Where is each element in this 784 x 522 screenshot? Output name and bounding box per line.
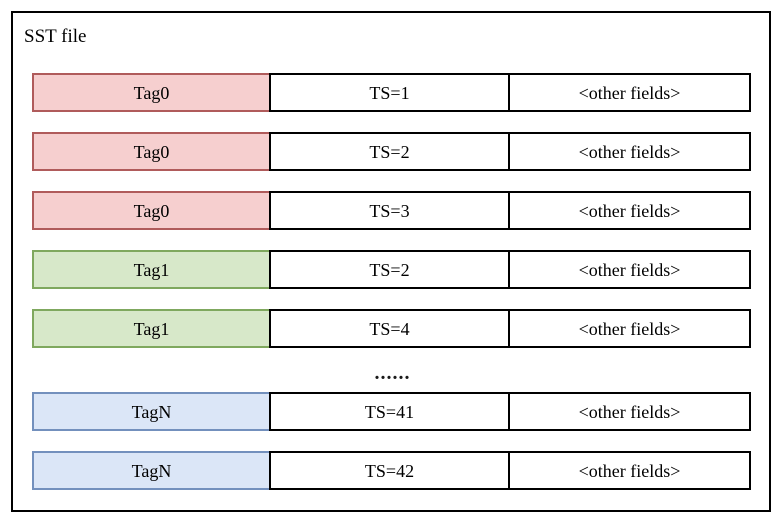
sst-file-container: SST file Tag0 TS=1 <other fields> Tag0 T… <box>11 11 771 512</box>
record-timestamp-cell: TS=1 <box>269 73 510 112</box>
record-timestamp-cell: TS=3 <box>269 191 510 230</box>
record-row: TagN TS=42 <other fields> <box>32 451 753 490</box>
record-row: Tag0 TS=1 <other fields> <box>32 73 753 112</box>
record-tag-cell: Tag0 <box>32 191 271 230</box>
record-other-fields-cell: <other fields> <box>508 132 751 171</box>
record-row: Tag1 TS=2 <other fields> <box>32 250 753 289</box>
record-other-fields-cell: <other fields> <box>508 451 751 490</box>
record-row: Tag0 TS=2 <other fields> <box>32 132 753 171</box>
record-timestamp-cell: TS=41 <box>269 392 510 431</box>
sst-file-title: SST file <box>24 26 87 47</box>
record-other-fields-cell: <other fields> <box>508 73 751 112</box>
record-timestamp-cell: TS=42 <box>269 451 510 490</box>
record-other-fields-cell: <other fields> <box>508 191 751 230</box>
record-tag-cell: TagN <box>32 451 271 490</box>
record-row: Tag1 TS=4 <other fields> <box>32 309 753 348</box>
record-tag-cell: Tag0 <box>32 73 271 112</box>
records-ellipsis: ...... <box>374 361 411 384</box>
record-tag-cell: Tag1 <box>32 250 271 289</box>
record-timestamp-cell: TS=2 <box>269 132 510 171</box>
record-other-fields-cell: <other fields> <box>508 392 751 431</box>
record-other-fields-cell: <other fields> <box>508 250 751 289</box>
record-row: TagN TS=41 <other fields> <box>32 392 753 431</box>
record-row: Tag0 TS=3 <other fields> <box>32 191 753 230</box>
record-tag-cell: TagN <box>32 392 271 431</box>
record-timestamp-cell: TS=4 <box>269 309 510 348</box>
record-tag-cell: Tag0 <box>32 132 271 171</box>
record-other-fields-cell: <other fields> <box>508 309 751 348</box>
record-timestamp-cell: TS=2 <box>269 250 510 289</box>
record-tag-cell: Tag1 <box>32 309 271 348</box>
